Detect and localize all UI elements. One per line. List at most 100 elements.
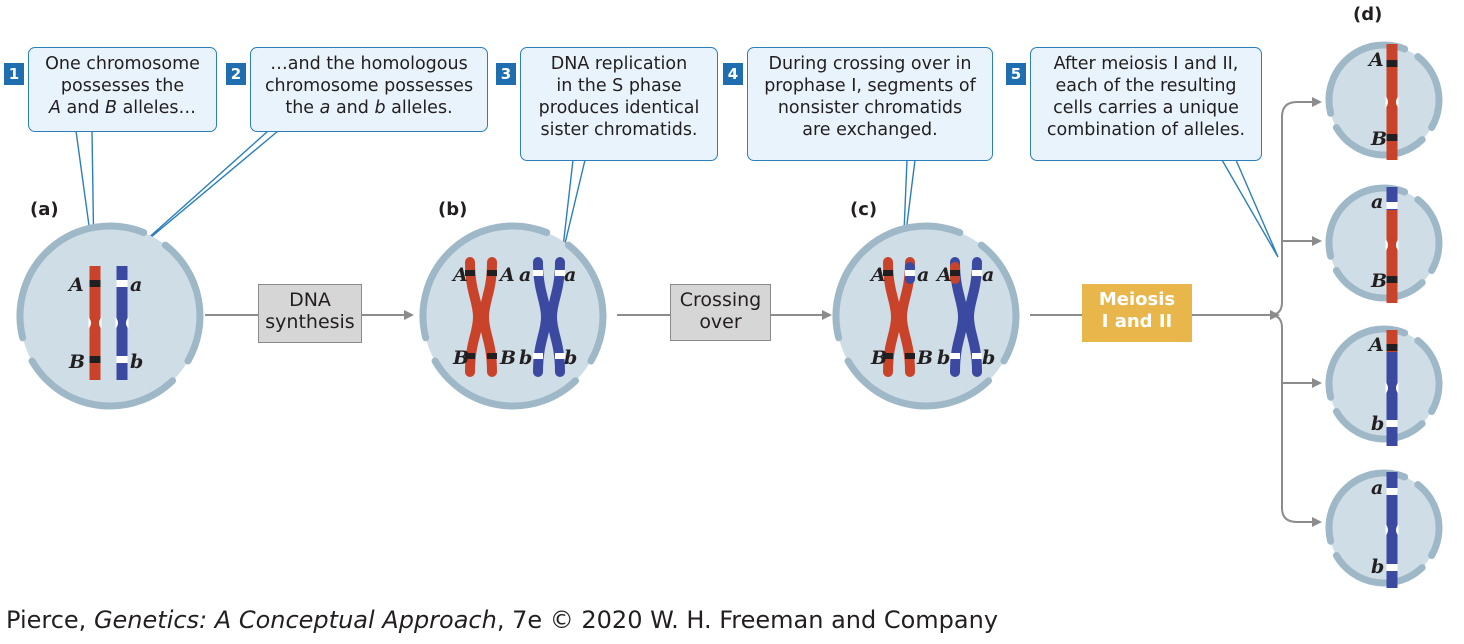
allele-band [465, 353, 475, 359]
cell-membrane [1332, 124, 1426, 159]
allele-label-A: A [67, 274, 84, 296]
chromosome-tip [1386, 150, 1398, 160]
cell-membrane [564, 241, 607, 365]
cell-membrane [1332, 408, 1426, 443]
pointer-3 [561, 159, 586, 257]
chromosomes [88, 44, 1399, 588]
dna-synthesis-line-2: synthesis [265, 311, 355, 333]
cell-membrane [28, 357, 177, 410]
allele-band [487, 353, 497, 359]
callout-3: DNA replication in the S phase produces … [520, 47, 718, 161]
callout-2-line-1: …and the homologous [270, 54, 468, 74]
panel-label-d: (d) [1353, 4, 1383, 25]
allele-label-A: A [1367, 49, 1384, 71]
chromatid-left-arm [533, 312, 551, 377]
chromosome-maternal [88, 266, 102, 380]
allele-label-A: A [869, 264, 886, 286]
allele-band [905, 353, 915, 359]
allele-band [1386, 488, 1398, 495]
chromosome-tip [1386, 293, 1398, 303]
centromere [1396, 239, 1399, 251]
callout-5-line-1: After meiosis I and II, [1053, 54, 1239, 74]
allele-label-a: a [564, 264, 576, 286]
cell-membrane [16, 222, 148, 342]
process-arrows [205, 97, 1322, 527]
cell-membrane [1332, 552, 1426, 587]
cell-membrane [1414, 481, 1443, 559]
chromosome-tip [1386, 472, 1398, 482]
allele-label-a: a [982, 264, 994, 286]
allele-label-B: B [1370, 270, 1387, 292]
callout-5-line-3: cells carries a unique [1053, 98, 1239, 118]
allele-band [89, 356, 101, 363]
step-number-2: 2 [226, 63, 246, 85]
crossing-over-line-1: Crossing [679, 289, 762, 311]
chromatid-right-arm [479, 312, 497, 377]
cell-c [832, 222, 1020, 410]
chromosome-paternal [115, 266, 129, 380]
callout-5: After meiosis I and II, each of the resu… [1030, 47, 1262, 161]
gamete-chromosome-ab [1385, 472, 1399, 588]
allele-label-a: a [130, 274, 142, 296]
chromosome-tip [1386, 578, 1398, 588]
chromosome-tip [116, 266, 128, 276]
cell-membrane [1414, 53, 1443, 131]
centromere [126, 317, 129, 329]
gamete-chromosome-Ab [1385, 330, 1399, 446]
chromatid-segment [1386, 210, 1398, 303]
centromere [1396, 524, 1399, 536]
chromatid-left-arm [950, 312, 968, 377]
cell-membrane [1332, 267, 1426, 302]
centromere [88, 317, 91, 329]
allele-band [116, 280, 128, 287]
allele-band [1386, 564, 1398, 571]
cell-a [16, 222, 204, 410]
allele-label-A: A [498, 264, 515, 286]
allele-label-a: a [1371, 191, 1383, 213]
chromosome-tip [116, 370, 128, 380]
centromere [99, 317, 102, 329]
allele-label-A: A [1367, 334, 1384, 356]
pointer-5 [1221, 159, 1279, 258]
allele-band [950, 270, 960, 276]
crossing-over-line-2: over [699, 311, 742, 333]
allele-labels: A B a b A A a a B B b b A a A a B B b b … [67, 49, 1387, 578]
panel-label-c: (c) [850, 199, 878, 220]
allele-label-b: b [130, 351, 143, 373]
cell-membrane [1325, 325, 1409, 401]
centromere [1385, 382, 1388, 394]
callout-3-line-2: in the S phase [556, 76, 682, 96]
chromosome-maternal-replicated [465, 257, 497, 377]
centromere [1396, 382, 1399, 394]
cell-membrane [832, 222, 964, 342]
cell-membrane [431, 357, 580, 410]
callout-3-line-3: produces identical [538, 98, 700, 118]
allele-band [1386, 202, 1398, 209]
allele-label-B: B [452, 347, 469, 369]
callout-2-line-2: chromosome possesses [264, 76, 474, 96]
cell-body [1329, 188, 1439, 298]
chromatid-segment [1386, 187, 1398, 210]
cell-body [836, 226, 1016, 406]
allele-band [1386, 276, 1398, 283]
cell-membrane [1414, 337, 1443, 415]
allele-band [533, 353, 543, 359]
chromosome-tip [89, 266, 101, 276]
allele-label-B: B [68, 351, 85, 373]
chromatid-segment [1386, 352, 1398, 446]
centromere [1396, 96, 1399, 108]
centromere [115, 317, 118, 329]
centromere [1385, 239, 1388, 251]
allele-label-b: b [564, 347, 577, 369]
chromosome-tip [1386, 44, 1398, 54]
callout-4-line-2: prophase I, segments of [764, 76, 976, 96]
callout-1: One chromosome possesses the A and B all… [28, 47, 217, 132]
cell-d1 [1325, 41, 1443, 159]
allele-label-a: a [519, 264, 531, 286]
allele-band [533, 270, 543, 276]
gamete-chromosome-AB [1385, 44, 1399, 160]
panel-label-b: (b) [438, 199, 468, 220]
allele-band [1386, 420, 1398, 427]
cell-membrane [844, 357, 993, 410]
